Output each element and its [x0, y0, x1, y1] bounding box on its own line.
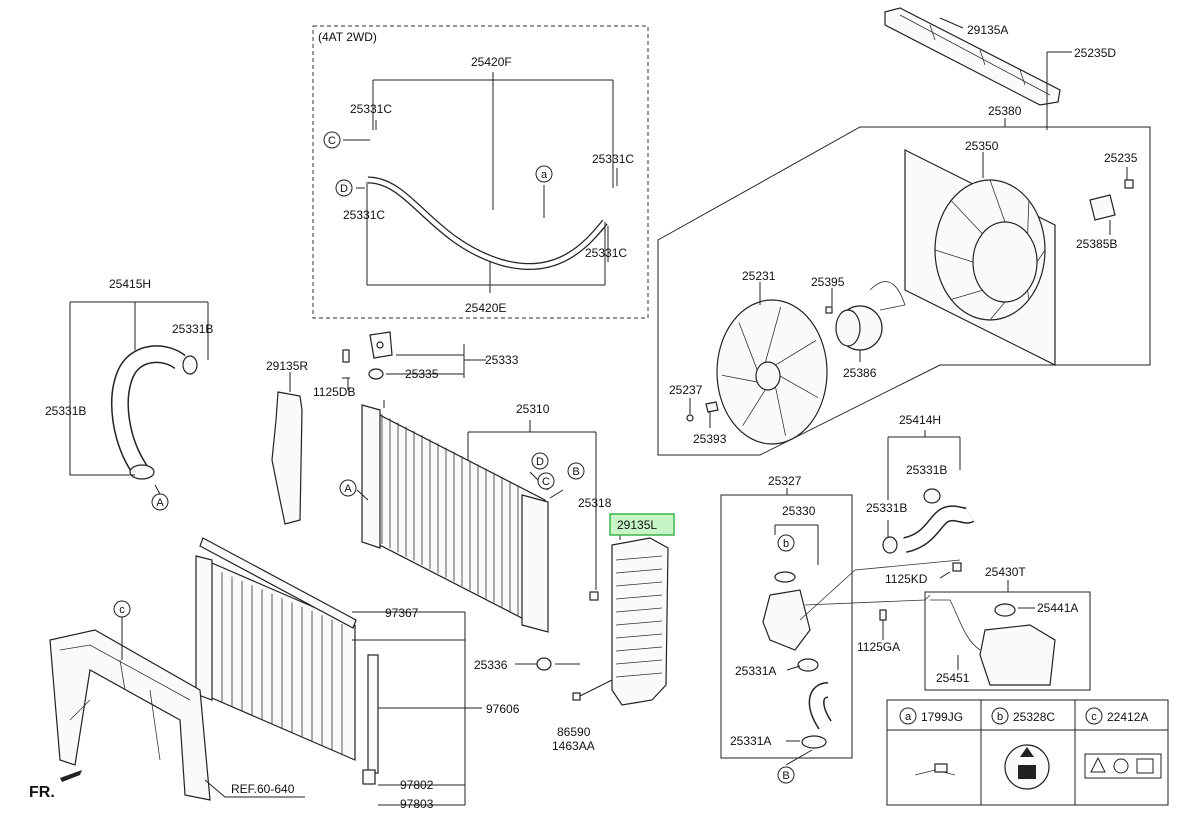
label-25330: 25330 [782, 504, 816, 518]
air-guard-right: 29135R [266, 359, 308, 525]
air-guard-left: 29135L 86590 1463AA [552, 513, 675, 753]
variant-box-title: (4AT 2WD) [318, 30, 377, 44]
callout-C-2: C [542, 476, 550, 488]
legend-code-b: 25328C [1013, 710, 1055, 724]
label-25331B-1: 25331B [172, 322, 213, 336]
label-25331C-3: 25331C [343, 208, 385, 222]
label-25310: 25310 [516, 402, 550, 416]
coolant-reservoir: 25430T 25441A 25451 1125KD [885, 562, 1091, 691]
label-1125KD: 1125KD [885, 572, 928, 586]
label-25331B-2: 25331B [45, 404, 86, 418]
label-25331C-2: 25331C [592, 152, 634, 166]
label-29135A: 29135A [967, 23, 1008, 37]
callout-b-1: b [783, 538, 789, 550]
label-25331A-2: 25331A [730, 734, 771, 748]
label-25231: 25231 [742, 269, 776, 283]
legend-table: a 1799JG b 25328C c 22412A [886, 699, 1169, 806]
fan-assembly-box: 25380 25350 25235 25385B 25231 25395 253… [657, 104, 1151, 456]
callout-A-2: A [344, 483, 352, 495]
variant-box-4at-2wd: (4AT 2WD) C D a 25420F 25331C 25331C 253… [312, 25, 649, 319]
label-25335: 25335 [405, 367, 439, 381]
label-25235D: 25235D [1074, 46, 1116, 60]
label-25333: 25333 [485, 353, 519, 367]
front-indicator: FR. [29, 784, 55, 801]
condenser: 97367 97606 97802 97803 [195, 537, 520, 811]
legend-letter-c: c [1091, 711, 1097, 723]
label-25414H: 25414H [899, 413, 941, 427]
label-25395: 25395 [811, 275, 845, 289]
legend-code-c: 22412A [1107, 710, 1148, 724]
callout-a-1: a [541, 169, 548, 181]
lower-hose-group: 25327 25330 b 25331A 25331A B 1125GA [720, 474, 961, 784]
front-arrow-icon [60, 770, 82, 782]
label-25318: 25318 [578, 496, 612, 510]
label-25386: 25386 [843, 366, 877, 380]
label-25331A-1: 25331A [735, 664, 776, 678]
label-25327: 25327 [768, 474, 802, 488]
label-1125GA: 1125GA [857, 640, 900, 654]
callout-B-1: B [572, 466, 579, 478]
callout-D-2: D [536, 456, 544, 468]
label-97803: 97803 [400, 797, 434, 811]
label-25420F: 25420F [471, 55, 512, 69]
upper-hose-group: A 25415H 25331B 25331B [45, 277, 213, 511]
label-25393: 25393 [693, 432, 727, 446]
label-29135L: 29135L [617, 518, 657, 532]
label-25331C-1: 25331C [350, 102, 392, 116]
front-carrier: c REF.60-640 FR. [29, 600, 305, 801]
radiator: A D C B 25333 1125DB 25335 25310 25318 2… [313, 331, 612, 672]
legend-code-a: 1799JG [921, 710, 963, 724]
top-cover: 29135A 25235D [884, 7, 1116, 130]
label-25336: 25336 [474, 658, 508, 672]
heater-hose-group: 25414H 25331B 25331B [866, 413, 975, 554]
label-97606: 97606 [486, 702, 520, 716]
callout-C-1: C [328, 135, 336, 147]
label-25420E: 25420E [465, 301, 506, 315]
ref-label: REF.60-640 [231, 782, 295, 796]
label-25331B-3: 25331B [906, 463, 947, 477]
label-25441A: 25441A [1037, 601, 1078, 615]
legend-item-a: a 1799JG [899, 707, 963, 776]
legend-item-b: b 25328C [991, 707, 1055, 790]
callout-B-2: B [782, 770, 789, 782]
legend-letter-a: a [905, 711, 912, 723]
label-29135R: 29135R [266, 359, 308, 373]
label-97367: 97367 [385, 606, 419, 620]
label-97802: 97802 [400, 778, 434, 792]
label-25380: 25380 [988, 104, 1022, 118]
callout-c-1: c [119, 604, 125, 616]
label-1463AA: 1463AA [552, 739, 595, 753]
highlight-29135L[interactable]: 29135L [609, 513, 675, 536]
label-25350: 25350 [965, 139, 999, 153]
label-25451: 25451 [936, 671, 970, 685]
callout-D-1: D [340, 183, 348, 195]
label-86590: 86590 [557, 725, 591, 739]
legend-letter-b: b [997, 711, 1003, 723]
label-25235: 25235 [1104, 151, 1138, 165]
label-25237: 25237 [669, 383, 703, 397]
label-1125DB: 1125DB [313, 385, 355, 399]
label-25430T: 25430T [985, 565, 1026, 579]
label-25385B: 25385B [1076, 237, 1117, 251]
label-25331C-4: 25331C [585, 246, 627, 260]
callout-A-1: A [156, 497, 164, 509]
caution-label-icon [1084, 753, 1162, 779]
label-25415H: 25415H [109, 277, 151, 291]
legend-item-c: c 22412A [1084, 707, 1162, 779]
label-25331B-4: 25331B [866, 501, 907, 515]
